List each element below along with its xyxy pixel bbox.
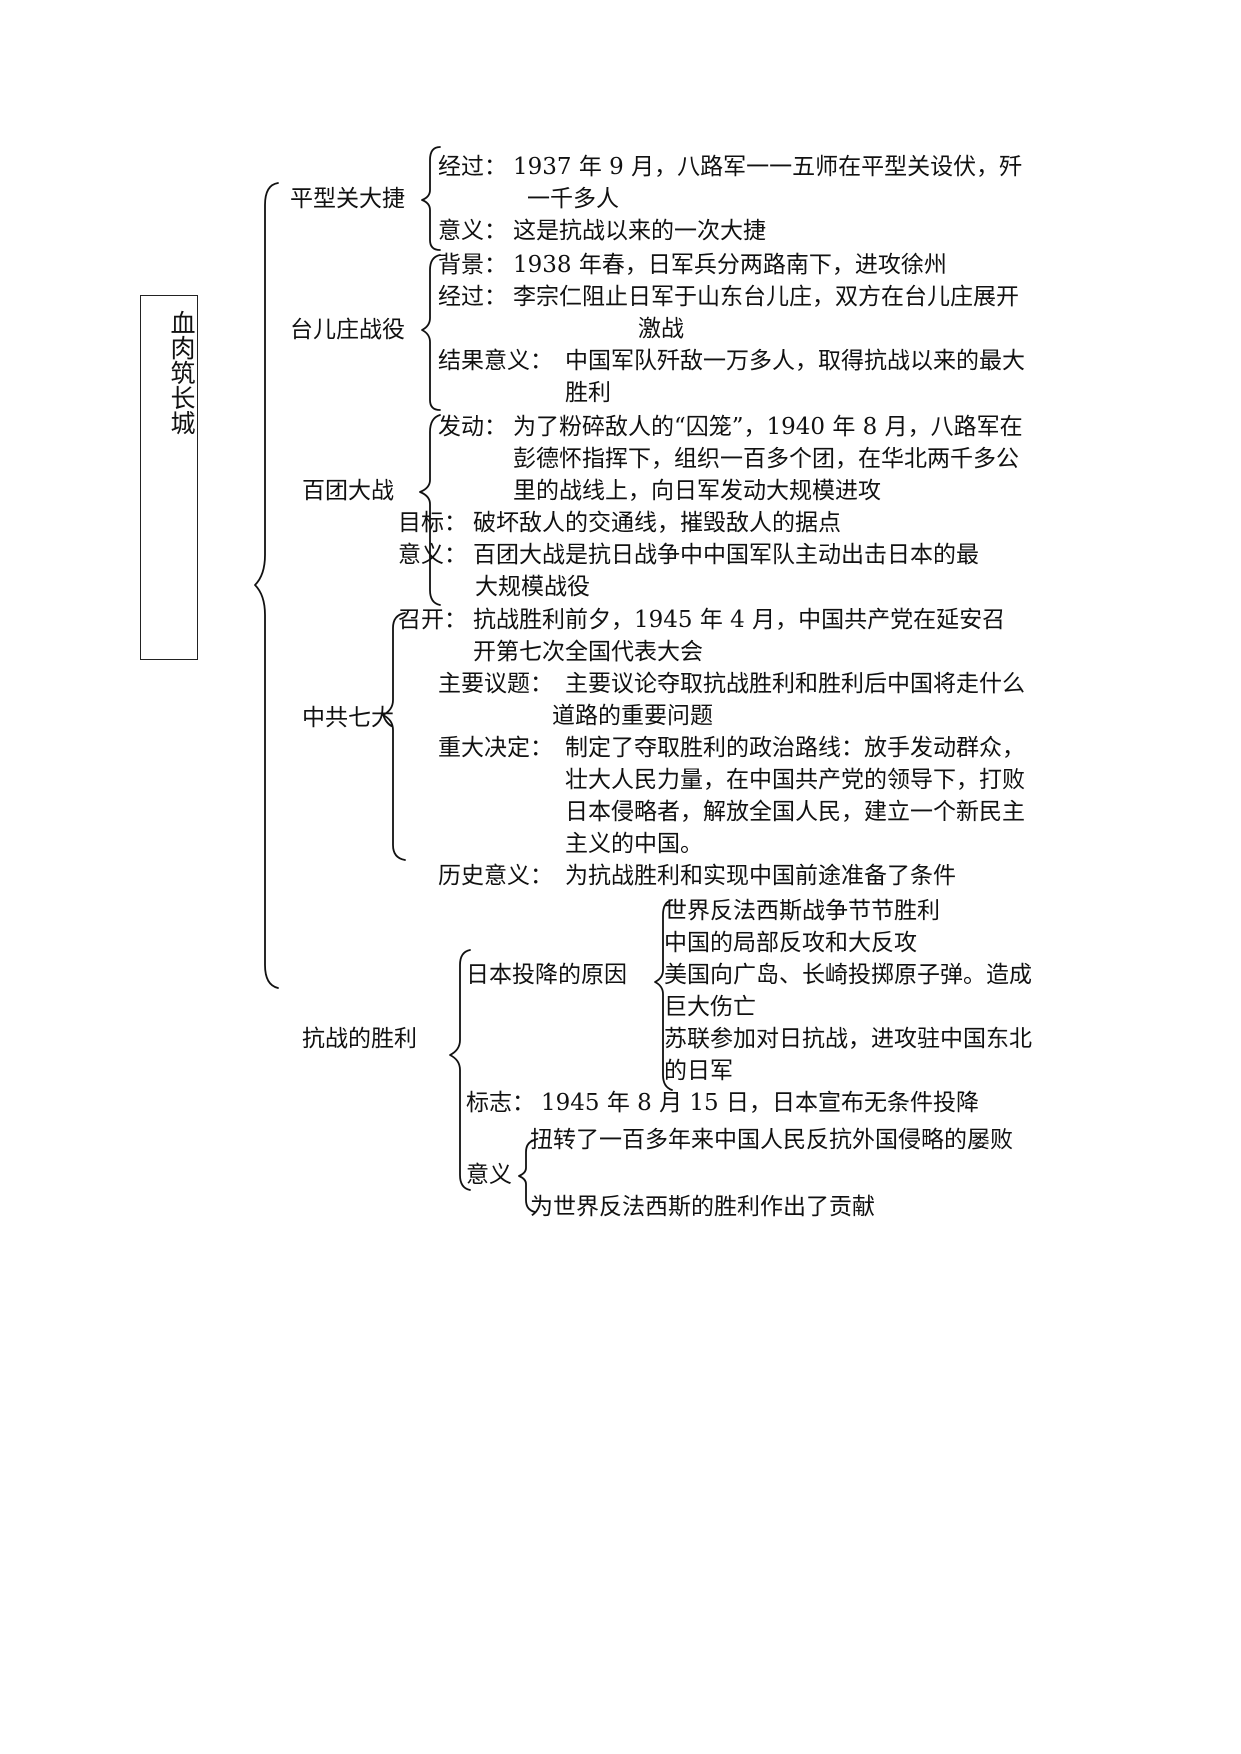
text-yuanyin-3b: 巨大伤亡 bbox=[664, 994, 756, 1020]
text-yiyi-3b: 大规模战役 bbox=[475, 574, 590, 600]
topic-shengli: 抗战的胜利 bbox=[302, 1026, 417, 1052]
label-jieguo: 结果意义： bbox=[438, 348, 553, 374]
label-jingguo-2: 经过： bbox=[438, 284, 507, 310]
text-beijing: 1938 年春，日军兵分两路南下，进攻徐州 bbox=[513, 252, 947, 278]
label-lishi: 历史意义： bbox=[438, 863, 553, 889]
label-jueding: 重大决定： bbox=[438, 735, 553, 761]
text-yuanyin-3a: 美国向广岛、长崎投掷原子弹。造成 bbox=[664, 962, 1032, 988]
topic-baituan: 百团大战 bbox=[302, 478, 394, 504]
root-topic-title: 血肉筑长城 bbox=[167, 310, 196, 435]
text-jueding-b: 壮大人民力量，在中国共产党的领导下，打败 bbox=[565, 767, 1025, 793]
topic-pingxingguan: 平型关大捷 bbox=[290, 186, 405, 212]
text-yiyi-3a: 百团大战是抗日战争中中国军队主动出击日本的最 bbox=[473, 542, 979, 568]
text-yuanyin-2: 中国的局部反攻和大反攻 bbox=[664, 930, 917, 956]
label-yiyi-3: 意义： bbox=[398, 542, 467, 568]
label-zhaokai: 召开： bbox=[398, 607, 467, 633]
text-yiti-b: 道路的重要问题 bbox=[552, 703, 713, 729]
text-jueding-a: 制定了夺取胜利的政治路线：放手发动群众， bbox=[565, 735, 1025, 761]
text-biaozhi: 1945 年 8 月 15 日，日本宣布无条件投降 bbox=[541, 1090, 979, 1116]
text-yuanyin-4a: 苏联参加对日抗战，进攻驻中国东北 bbox=[664, 1026, 1032, 1052]
text-zhaokai-b: 开第七次全国代表大会 bbox=[473, 639, 703, 665]
text-jieguo-a: 中国军队歼敌一万多人，取得抗战以来的最大 bbox=[565, 348, 1025, 374]
topic-taierzhuang: 台儿庄战役 bbox=[290, 317, 405, 343]
text-yiyi-1: 这是抗战以来的一次大捷 bbox=[513, 218, 766, 244]
label-fadong: 发动： bbox=[438, 414, 507, 440]
label-jingguo-1: 经过： bbox=[438, 154, 507, 180]
topic-qida: 中共七大 bbox=[302, 705, 394, 731]
text-yiyi-5a: 扭转了一百多年来中国人民反抗外国侵略的屡败 bbox=[530, 1127, 1013, 1153]
text-lishi: 为抗战胜利和实现中国前途准备了条件 bbox=[565, 863, 956, 889]
text-fadong-c: 里的战线上，向日军发动大规模进攻 bbox=[513, 478, 881, 504]
text-yuanyin-1: 世界反法西斯战争节节胜利 bbox=[664, 898, 940, 924]
text-fadong-a: 为了粉碎敌人的“囚笼”，1940 年 8 月，八路军在 bbox=[513, 414, 1023, 440]
label-biaozhi: 标志： bbox=[466, 1090, 535, 1116]
label-yiyi-5: 意义 bbox=[466, 1162, 512, 1188]
main-bracket bbox=[254, 182, 279, 989]
text-jingguo-2b: 激战 bbox=[638, 316, 684, 342]
text-yuanyin-4b: 的日军 bbox=[664, 1058, 733, 1084]
label-yiti: 主要议题： bbox=[438, 671, 553, 697]
text-zhaokai-a: 抗战胜利前夕，1945 年 4 月，中国共产党在延安召 bbox=[473, 607, 1006, 633]
label-beijing: 背景： bbox=[438, 252, 507, 278]
text-jieguo-b: 胜利 bbox=[565, 380, 611, 406]
label-yuanyin: 日本投降的原因 bbox=[466, 962, 627, 988]
text-jingguo-1a: 1937 年 9 月，八路军一一五师在平型关设伏，歼 bbox=[513, 154, 1023, 180]
text-mubiao: 破坏敌人的交通线，摧毁敌人的据点 bbox=[473, 510, 841, 536]
text-yiti-a: 主要议论夺取抗战胜利和胜利后中国将走什么 bbox=[565, 671, 1025, 697]
text-jueding-d: 主义的中国。 bbox=[565, 831, 703, 857]
root-topic-box: 血肉筑长城 bbox=[140, 295, 198, 660]
text-yiyi-5b: 为世界反法西斯的胜利作出了贡献 bbox=[530, 1194, 875, 1220]
bracket-qida bbox=[382, 612, 406, 861]
text-jingguo-1b: 一千多人 bbox=[527, 186, 619, 212]
text-jingguo-2a: 李宗仁阻止日军于山东台儿庄，双方在台儿庄展开 bbox=[513, 284, 1019, 310]
label-yiyi-1: 意义： bbox=[438, 218, 507, 244]
label-mubiao: 目标： bbox=[398, 510, 467, 536]
text-fadong-b: 彭德怀指挥下，组织一百多个团，在华北两千多公 bbox=[513, 446, 1019, 472]
text-jueding-c: 日本侵略者，解放全国人民，建立一个新民主 bbox=[565, 799, 1025, 825]
